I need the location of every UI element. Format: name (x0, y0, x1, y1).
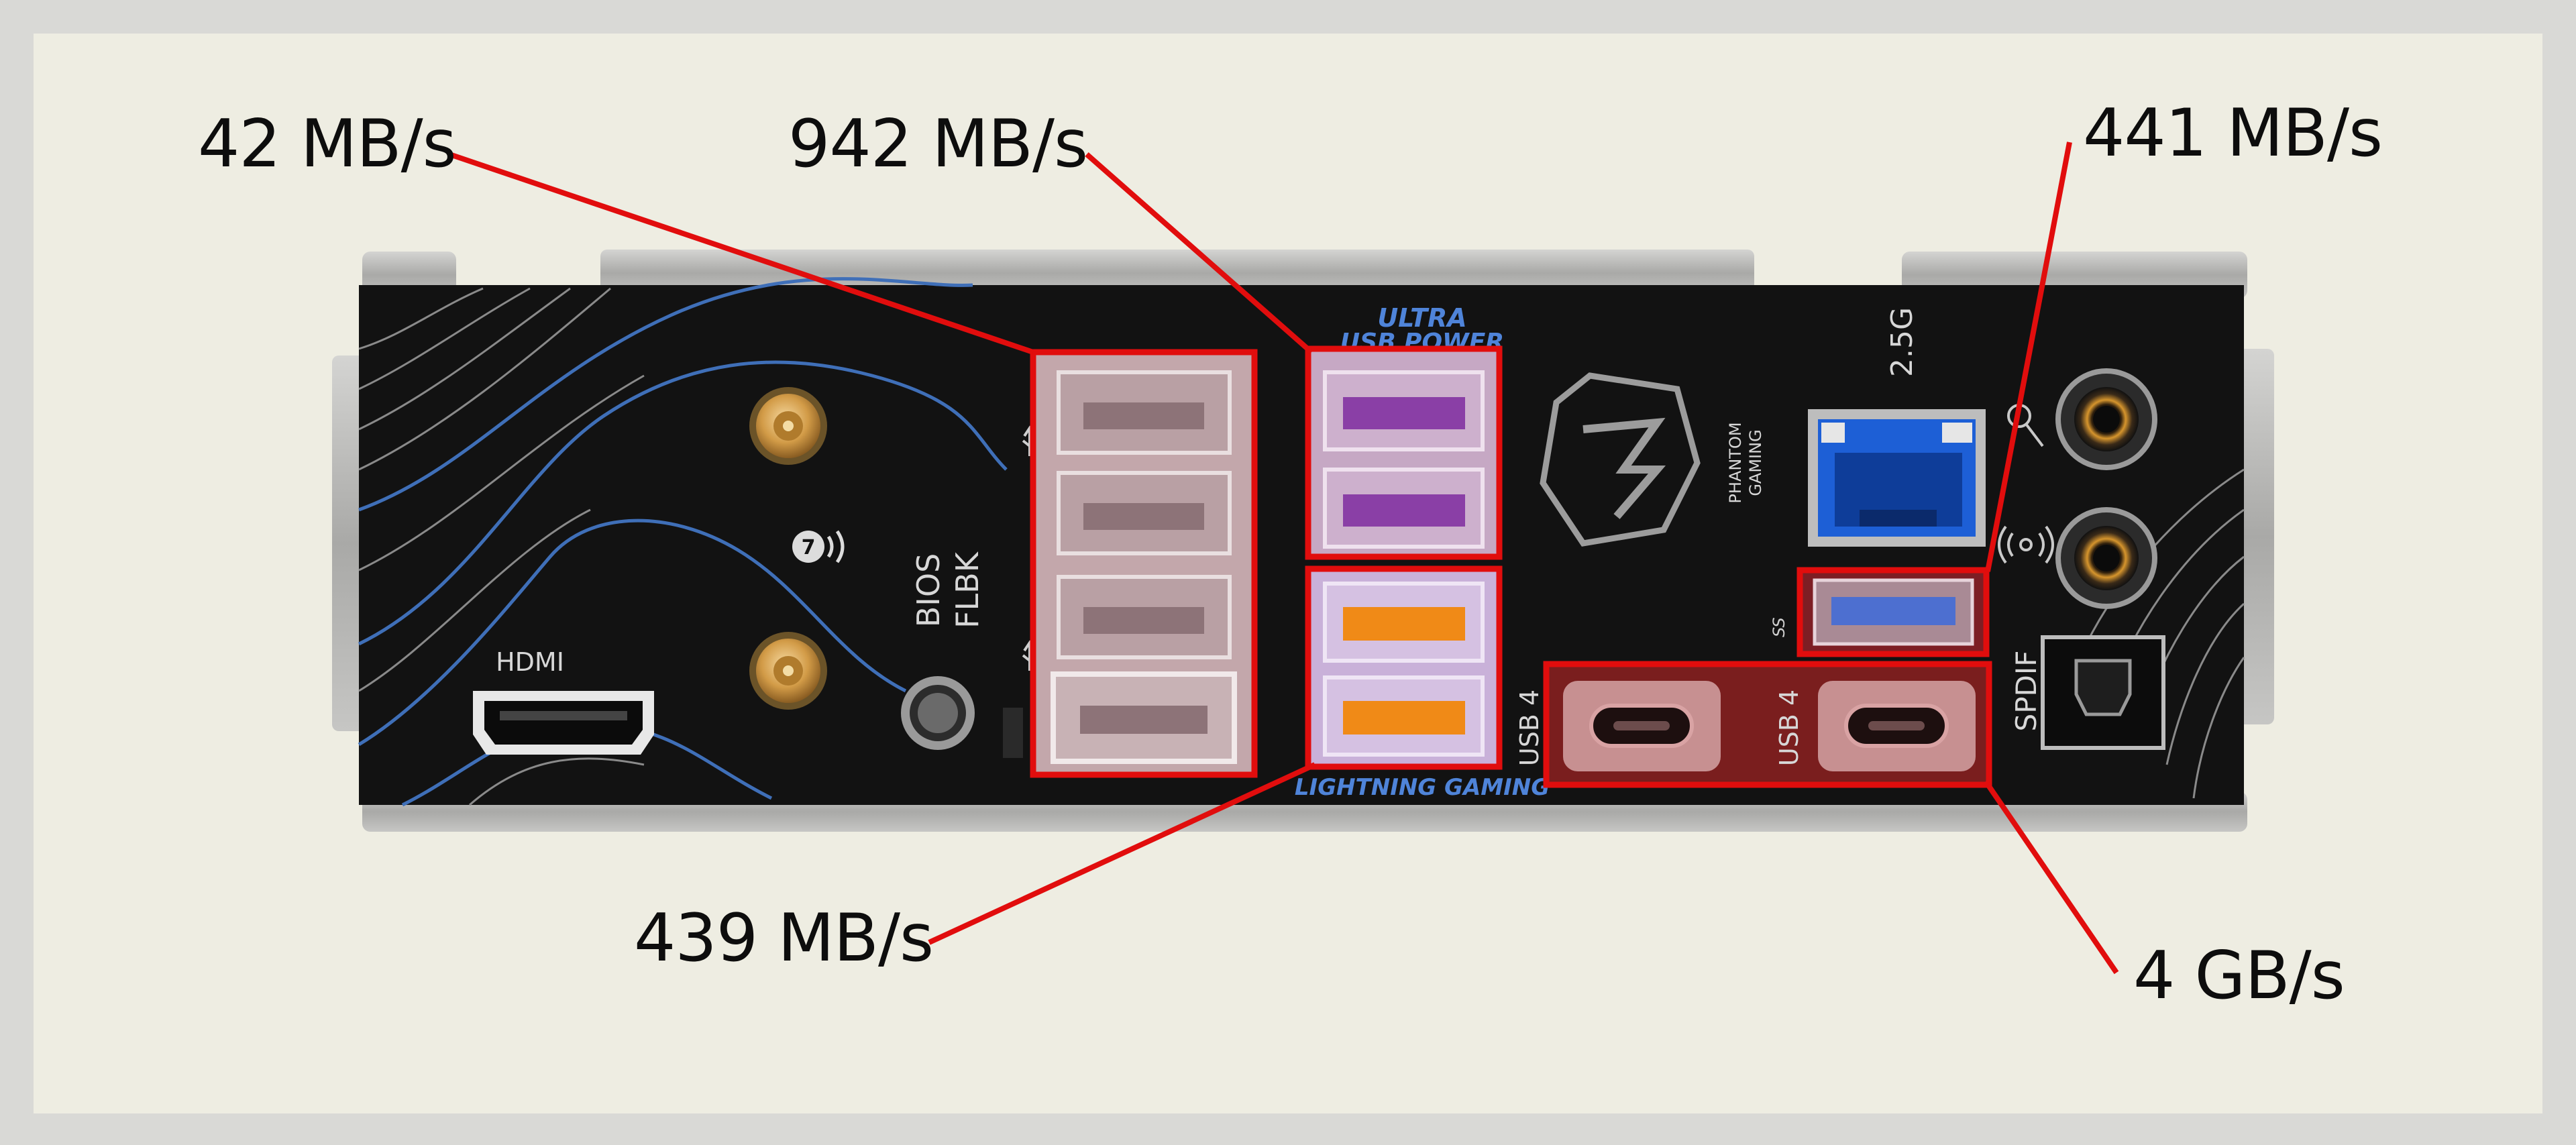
superspeed-usb-icon: SS (1770, 617, 1788, 637)
bios-flbk-label-group: BIOS FLBK (910, 551, 985, 629)
svg-text:SS: SS (1770, 617, 1788, 637)
hdmi-port[interactable] (473, 691, 654, 755)
phantom-gaming-logo-icon (1540, 372, 1701, 547)
annotation-leaders (448, 142, 2119, 975)
svg-text:7: 7 (802, 536, 816, 559)
highlight-box-usb-blue (1796, 567, 1990, 657)
audio-jack-icon[interactable] (2055, 507, 2157, 609)
usb-orange-pair (1308, 569, 1499, 767)
usb-port-stack-4 (1033, 352, 1254, 775)
usb-a-port-orange[interactable] (1323, 582, 1485, 663)
usb-a-port[interactable] (1057, 575, 1232, 659)
usb-a-port[interactable] (1051, 671, 1237, 764)
bios-flashback-button[interactable] (901, 676, 975, 750)
usb-purple-pair (1308, 349, 1499, 557)
speaker-out-icon (1998, 525, 2054, 564)
usb4-left-label: USB 4 (1515, 690, 1544, 766)
leader-4gb (1983, 779, 2119, 975)
usb4-pair (1546, 664, 1989, 785)
wifi-7-icon: 7 (792, 530, 845, 563)
usb-a-port-blue[interactable] (1813, 578, 1974, 646)
phantom-gaming-wordmark: PHANTOM GAMING (1726, 422, 1765, 503)
bios-label: BIOS (910, 553, 947, 628)
lan-label: 2.5G (1885, 307, 1919, 377)
annotation-439-mbs: 439 MB/s (634, 900, 933, 977)
optical-spdif-icon[interactable] (2041, 635, 2165, 750)
shield-tab-center (600, 250, 1754, 296)
annotation-42-mbs: 42 MB/s (198, 106, 456, 182)
annotation-4-gbs: 4 GB/s (2133, 938, 2345, 1014)
phantom-label: PHANTOM (1726, 422, 1745, 503)
usb-a-port-purple[interactable] (1323, 468, 1485, 549)
usb-c-port[interactable] (1818, 681, 1976, 771)
usb4-right-label: USB 4 (1774, 690, 1804, 766)
usb-a-port-orange[interactable] (1323, 675, 1485, 757)
wifi-antenna-icon[interactable] (749, 632, 827, 710)
highlight-box-usb4 (1543, 661, 1992, 788)
annotation-942-mbs: 942 MB/s (788, 106, 1087, 182)
hdmi-label: HDMI (496, 647, 564, 677)
highlight-box-usb-orange (1305, 565, 1503, 770)
spdif-label: SPDIF (2010, 651, 2043, 732)
highlight-box-usb-black (1030, 349, 1258, 778)
rj45-ethernet-icon[interactable] (1808, 409, 1986, 547)
wifi-antenna-icon[interactable] (749, 387, 827, 465)
shield-side-left (332, 356, 366, 731)
flbk-label: FLBK (949, 551, 985, 629)
highlight-box-usb-purple (1305, 345, 1503, 560)
leader-439 (928, 762, 1316, 945)
usb-a-port-purple[interactable] (1323, 370, 1485, 451)
usb-a-port[interactable] (1057, 471, 1232, 555)
usb-blue-single (1800, 570, 1986, 654)
leader-942 (1085, 152, 1313, 355)
leader-42 (448, 152, 1034, 355)
gaming-label: GAMING (1746, 429, 1765, 496)
usb-c-port[interactable] (1563, 681, 1721, 771)
audio-jack-icon[interactable] (2055, 368, 2157, 470)
ultra-label: ULTRA (1377, 303, 1466, 333)
contour-lines-left (358, 277, 1008, 807)
usb-a-port[interactable] (1057, 370, 1232, 455)
annotation-441-mbs: 441 MB/s (2083, 95, 2382, 172)
flbk-led (1003, 708, 1023, 758)
leader-441 (1985, 142, 2072, 572)
lightning-gaming-label: LIGHTNING GAMING (1295, 774, 1550, 801)
